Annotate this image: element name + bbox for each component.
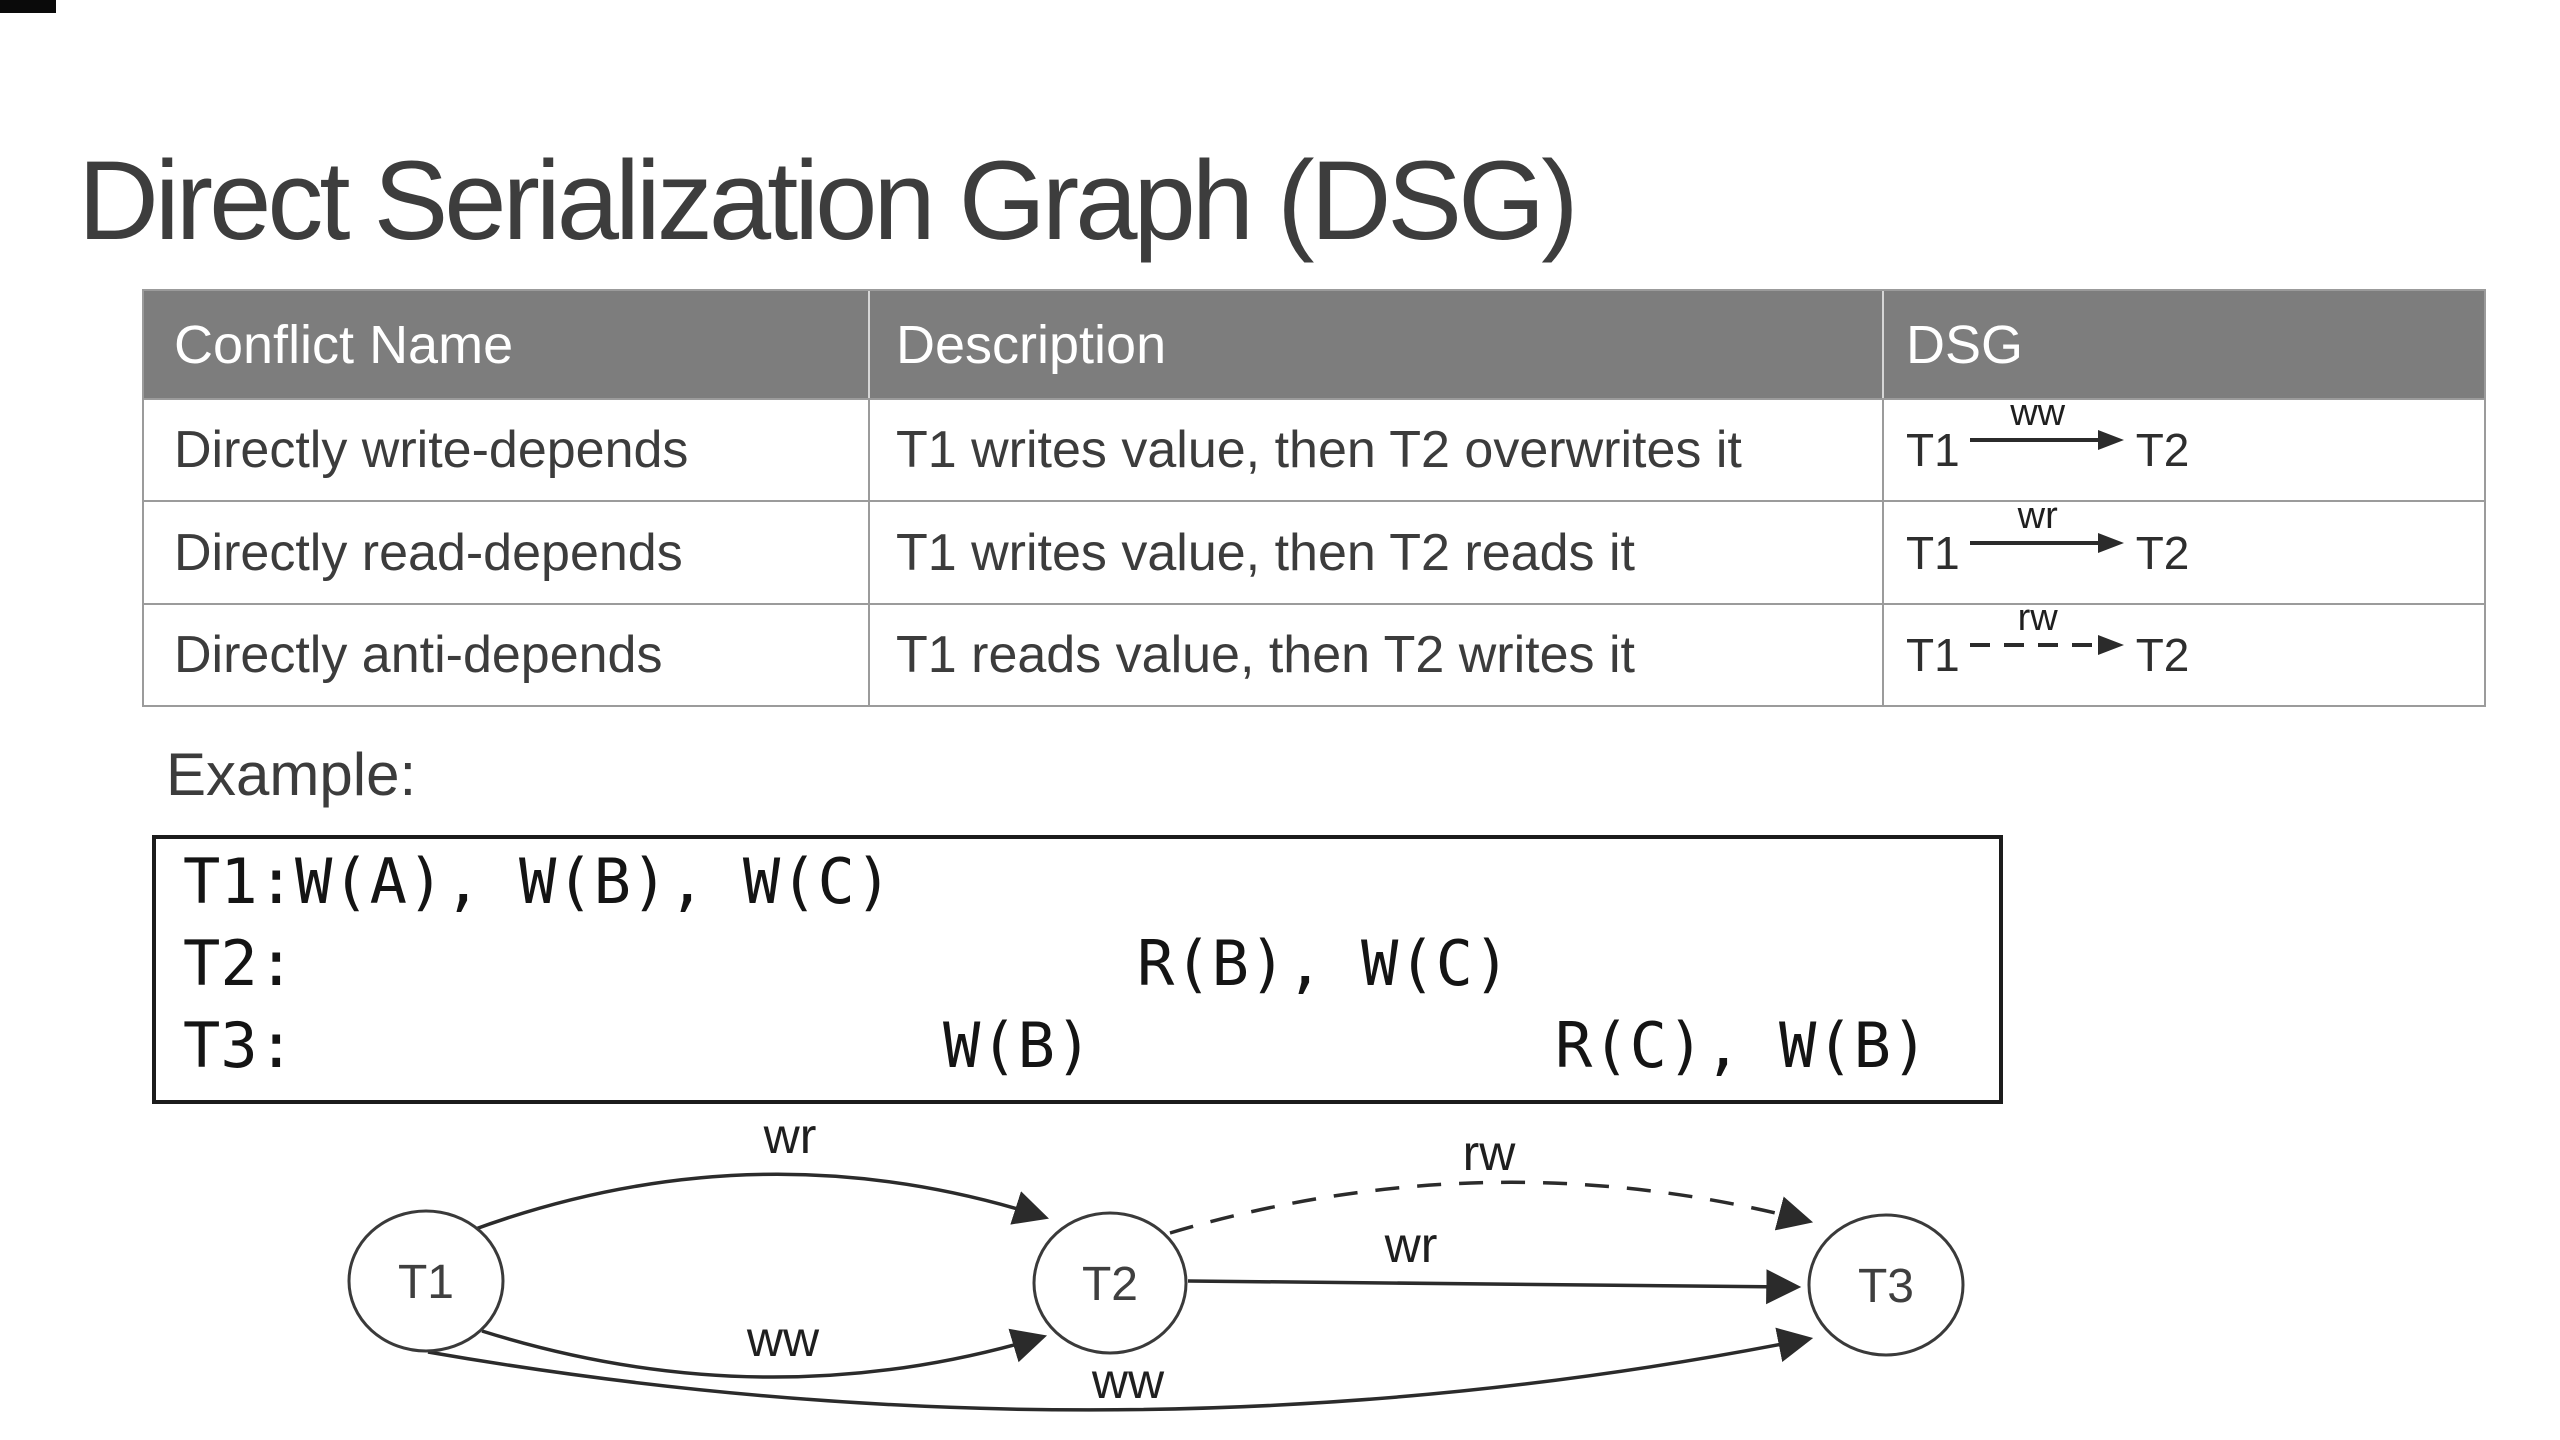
conflict-table: Conflict Name Description DSG Directly w… (142, 289, 2486, 707)
code-line-t3: T3: W(B) R(C), W(B) (156, 1009, 1999, 1083)
code-segment: W(B) (943, 1009, 1093, 1082)
code-line-t1: T1:W(A), W(B), W(C) (156, 845, 1999, 919)
edge-t2-t3-wr (1187, 1269, 1802, 1305)
code-segment: R(B), W(C) (1137, 927, 1511, 1000)
table-cell-dsg: T1 ww T2 (1882, 392, 2484, 500)
edge-t1-t2-ww (481, 1328, 1048, 1379)
arrow-shaft (1969, 643, 2114, 647)
dsg-to-node: T2 (2135, 629, 2190, 681)
table-cell-dsg: T1 wr T2 (1882, 495, 2484, 603)
schedule-code-box: T1:W(A), W(B), W(C) T2: R(B), W(C) T3: W… (152, 835, 2003, 1104)
node-t3-label: T3 (1858, 1260, 1914, 1313)
edge-label-rw-dashed: rw (1463, 1125, 1517, 1181)
page-title: Direct Serialization Graph (DSG) (78, 138, 1578, 264)
node-t3-circle (1807, 1213, 1965, 1357)
table-cell-conflict-name: Directly anti-depends (144, 603, 868, 705)
column-header-description: Description (868, 291, 1882, 398)
screen-corner-artifact (0, 0, 56, 13)
table-cell-description: T1 reads value, then T2 writes it (868, 603, 1882, 705)
code-segment: T2: (183, 927, 295, 1000)
edge-t2-t3-rw (1169, 1180, 1814, 1235)
column-header-conflict-name: Conflict Name (144, 291, 868, 398)
table-cell-description: T1 writes value, then T2 overwrites it (868, 398, 1882, 500)
arrow-head-icon (2097, 430, 2124, 450)
dsg-from-node: T1 (1906, 526, 1960, 579)
node-t1-circle (347, 1209, 505, 1353)
edge-t1-t3-ww (427, 1327, 1814, 1412)
edge-label-wr-top: wr (763, 1108, 817, 1164)
node-t2-label: T2 (1082, 1258, 1138, 1311)
code-segment: T1:W(A), W(B), W(C) (183, 845, 893, 918)
edge-label-ww-outer: ww (1091, 1353, 1165, 1409)
arrow-shaft (1969, 438, 2114, 442)
arrow-head-icon (2097, 532, 2124, 553)
dsg-edge-label: ww (2010, 392, 2066, 434)
code-segment: R(C), W(B) (1555, 1009, 1929, 1082)
node-t1-label: T1 (398, 1256, 454, 1309)
arrow-head-icon (2097, 635, 2124, 655)
column-header-dsg: DSG (1882, 291, 2484, 398)
dsg-solid-arrow-icon: wr (1969, 495, 2124, 581)
table-cell-dsg: T1 rw T2 (1882, 597, 2484, 705)
table-cell-description: T1 writes value, then T2 reads it (868, 500, 1882, 603)
dsg-edge-label: wr (2017, 494, 2058, 537)
code-line-t2: T2: R(B), W(C) (156, 927, 1999, 1001)
dsg-from-node: T1 (1906, 629, 1960, 681)
edge-label-wr-straight: wr (1384, 1217, 1438, 1273)
example-label: Example: (166, 741, 417, 808)
arrow-shaft (1969, 540, 2114, 545)
node-t2-circle (1032, 1211, 1188, 1355)
dsg-to-node: T2 (2135, 424, 2190, 476)
dsg-to-node: T2 (2135, 526, 2190, 579)
edge-label-ww-inner: ww (746, 1311, 820, 1367)
dsg-from-node: T1 (1906, 424, 1960, 476)
table-cell-conflict-name: Directly write-depends (144, 398, 868, 500)
edge-t1-t2-wr (469, 1172, 1049, 1233)
dsg-dashed-arrow-icon: rw (1969, 597, 2124, 683)
table-cell-conflict-name: Directly read-depends (144, 500, 868, 603)
dsg-edge-label: rw (2017, 597, 2058, 639)
code-segment: T3: (183, 1009, 295, 1082)
dsg-solid-arrow-icon: ww (1969, 392, 2124, 478)
